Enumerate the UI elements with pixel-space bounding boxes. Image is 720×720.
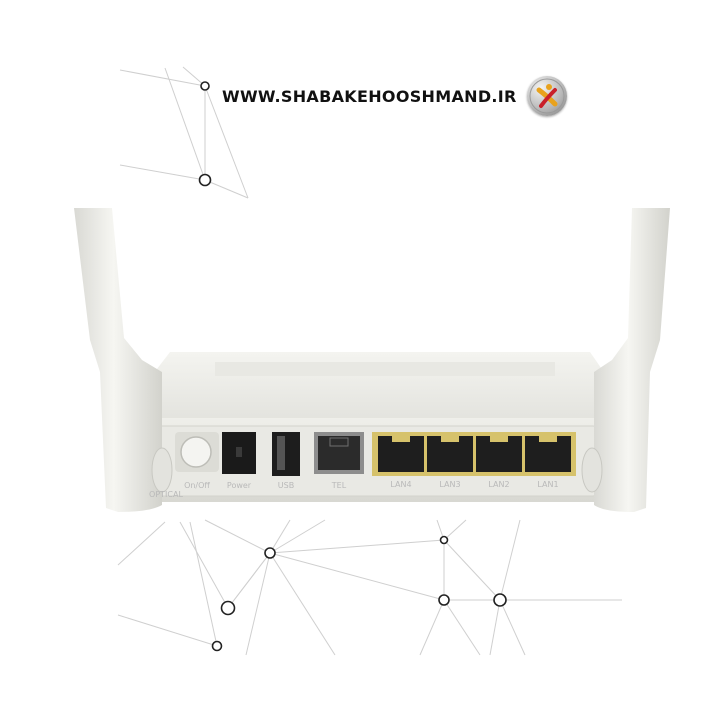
- shabakehooshmand-logo-icon: [526, 76, 567, 116]
- port-label-tel: TEL: [331, 481, 347, 490]
- site-url: WWW.SHABAKEHOOSHMAND.IR: [222, 86, 517, 106]
- network-node-icon: [438, 594, 450, 606]
- site-banner: WWW.SHABAKEHOOSHMAND.IR: [222, 76, 567, 116]
- network-node-icon: [200, 81, 210, 91]
- network-node-icon: [211, 640, 223, 652]
- network-node-icon: [493, 593, 507, 607]
- port-label-optical: OPTICAL: [149, 490, 183, 499]
- port-label-usb: USB: [277, 481, 295, 490]
- port-label-power: Power: [226, 481, 252, 490]
- network-node-icon: [220, 600, 236, 616]
- usb-port: [272, 432, 300, 476]
- network-node-icon: [198, 173, 212, 187]
- port-label-lan2: LAN2: [488, 480, 510, 489]
- power-switch: [180, 436, 212, 468]
- port-label-lan4: LAN4: [390, 480, 412, 489]
- network-node-icon: [264, 547, 276, 559]
- network-node-icon: [439, 535, 449, 545]
- port-label-lan1: LAN1: [537, 480, 559, 489]
- port-label-on-off: On/Off: [184, 481, 210, 490]
- left-antenna: [74, 208, 162, 512]
- right-antenna: [594, 208, 670, 512]
- port-label-lan3: LAN3: [439, 480, 461, 489]
